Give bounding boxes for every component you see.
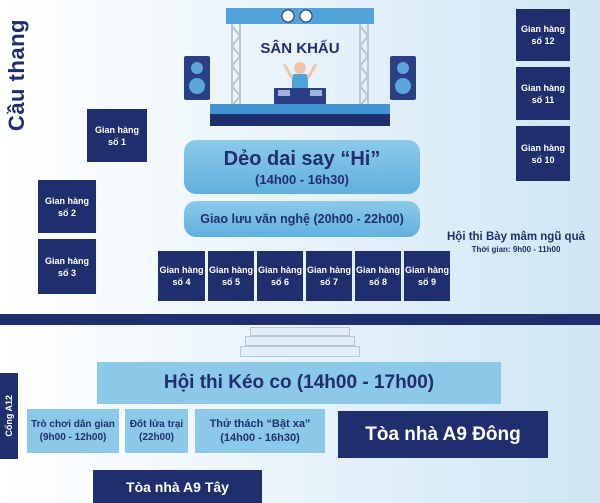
event-tro-choi: Trò chơi dân gian (9h00 - 12h00) xyxy=(27,409,119,453)
dj-icon xyxy=(274,62,326,104)
building-a9-dong: Tòa nhà A9 Đông xyxy=(338,411,548,458)
road-divider xyxy=(0,314,600,325)
event-mam-ngu-qua: Hội thi Bày mâm ngũ quả Thời gian: 9h00 … xyxy=(446,231,585,254)
stage-illustration xyxy=(184,8,416,126)
building-a9-tay: Tòa nhà A9 Tây xyxy=(93,470,262,503)
steps xyxy=(240,327,360,357)
event-deo-dai: Dẻo dai say “Hi” (14h00 - 16h30) xyxy=(184,140,420,194)
event-dot-lua: Đốt lửa trại (22h00) xyxy=(125,409,188,453)
logo-icon-2 xyxy=(299,9,313,23)
stairs-label: Cầu thang xyxy=(4,18,29,132)
event-bat-xa: Thử thách “Bật xa” (14h00 - 16h30) xyxy=(195,409,325,453)
gate-a12: Cổng A12 xyxy=(0,373,18,459)
stage: SÂN KHẤU xyxy=(180,6,420,130)
stage-title: SÂN KHẤU xyxy=(260,40,340,57)
event-giao-luu: Giao lưu văn nghệ (20h00 - 22h00) xyxy=(184,201,420,237)
logo-icon xyxy=(281,9,295,23)
event-keo-co: Hội thi Kéo co (14h00 - 17h00) xyxy=(97,362,501,404)
